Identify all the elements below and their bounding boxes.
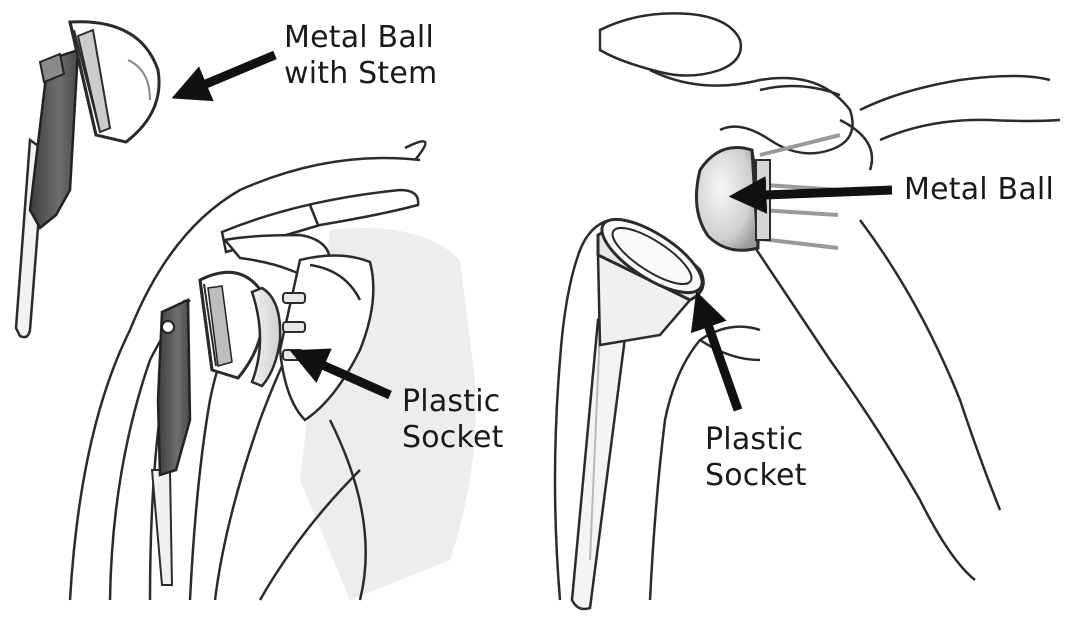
label-metal-ball-with-stem-line1: Metal Ball: [284, 20, 437, 56]
label-right-plastic-socket-line1: Plastic: [705, 422, 807, 458]
label-right-metal-ball: Metal Ball: [904, 172, 1054, 208]
left-implanted-prosthesis: [152, 272, 305, 585]
label-right-metal-ball-line1: Metal Ball: [904, 172, 1054, 208]
label-metal-ball-with-stem: Metal Ball with Stem: [284, 20, 437, 92]
label-right-plastic-socket-line2: Socket: [705, 458, 807, 494]
right-panel-reverse-replacement: [555, 13, 1060, 609]
label-metal-ball-with-stem-line2: with Stem: [284, 56, 437, 92]
label-left-plastic-socket: Plastic Socket: [402, 384, 504, 456]
arrow-to-metal-ball-with-stem: [182, 55, 275, 94]
implant-ball-with-stem: [16, 22, 159, 337]
left-panel-anatomic-replacement: [16, 22, 476, 600]
right-humeral-stem-with-socket: [572, 206, 713, 609]
arrow-to-right-metal-ball: [740, 190, 892, 196]
label-left-plastic-socket-line1: Plastic: [402, 384, 504, 420]
label-left-plastic-socket-line2: Socket: [402, 420, 504, 456]
label-right-plastic-socket: Plastic Socket: [705, 422, 807, 494]
